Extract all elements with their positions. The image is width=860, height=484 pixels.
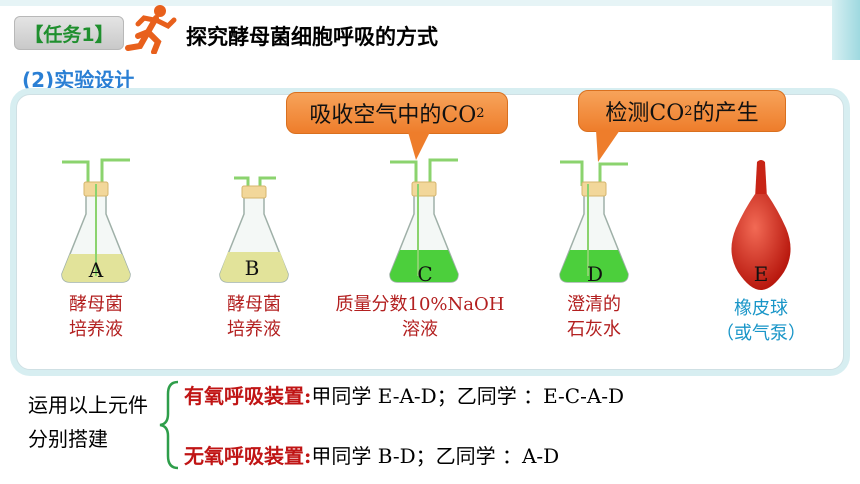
anaerobic-setup-line: 无氧呼吸装置:甲同学 B-D；乙同学 ：A-D — [184, 440, 559, 469]
aerobic-label: 有氧呼吸装置: — [184, 384, 312, 408]
label-line: 培养液 — [69, 319, 123, 340]
flask-a — [61, 158, 131, 283]
label-line: 石灰水 — [567, 319, 621, 340]
apparatus-label-e: 橡皮球 （或气泵） — [706, 296, 816, 346]
callout-subscript: 2 — [684, 103, 693, 119]
liquid — [220, 252, 288, 282]
callout-pointer — [408, 132, 430, 160]
label-line: （或气泵） — [716, 323, 806, 344]
apparatus-label-d: 澄清的 石灰水 — [544, 292, 644, 342]
anaerobic-label: 无氧呼吸装置: — [184, 444, 312, 468]
task-tag: 【任务1】 — [14, 16, 124, 50]
label-line: 质量分数10%NaOH — [335, 294, 505, 315]
liquid — [560, 250, 628, 282]
apparatus-letter-c: C — [417, 262, 433, 286]
running-man-icon — [125, 5, 177, 54]
callout-text: 吸收空气中的CO — [309, 103, 477, 128]
aerobic-setup-line: 有氧呼吸装置:甲同学 E-A-D；乙同学 ：E-C-A-D — [184, 380, 624, 409]
rubber-bulb-icon — [731, 160, 791, 290]
flask-d — [559, 160, 629, 283]
callout-subscript: 2 — [476, 105, 485, 121]
label-line: 澄清的 — [567, 294, 621, 315]
flask-b — [219, 176, 289, 283]
liquid — [390, 250, 458, 282]
apparatus-label-c: 质量分数10%NaOH 溶液 — [332, 292, 508, 342]
aerobic-text: 甲同学 E-A-D；乙同学 ：E-C-A-D — [311, 384, 625, 408]
callout-text: 检测CO — [605, 101, 685, 126]
callout-pointer — [596, 130, 620, 162]
label-line: 酵母菌 — [227, 294, 281, 315]
label-line: 橡皮球 — [734, 298, 788, 319]
flask-c — [389, 158, 459, 283]
anaerobic-text: 甲同学 B-D；乙同学 ：A-D — [311, 444, 560, 468]
apparatus-letter-e: E — [753, 262, 769, 286]
left-brace — [159, 380, 179, 470]
page-title: 探究酵母菌细胞呼吸的方式 — [186, 25, 438, 49]
apparatus-label-a: 酵母菌 培养液 — [46, 292, 146, 342]
usage-intro: 运用以上元件分别搭建 — [28, 393, 148, 451]
label-line: 溶液 — [402, 319, 438, 340]
apparatus-letter-a: A — [88, 258, 104, 282]
apparatus-label-b: 酵母菌 培养液 — [204, 292, 304, 342]
label-line: 培养液 — [227, 319, 281, 340]
decorative-strip — [832, 0, 860, 60]
section-subtitle: (2)实验设计 — [22, 68, 135, 92]
label-line: 酵母菌 — [69, 294, 123, 315]
top-bar — [0, 0, 860, 6]
apparatus-letter-b: B — [244, 256, 260, 280]
callout-text: 的产生 — [692, 101, 759, 126]
apparatus-letter-d: D — [586, 262, 604, 286]
